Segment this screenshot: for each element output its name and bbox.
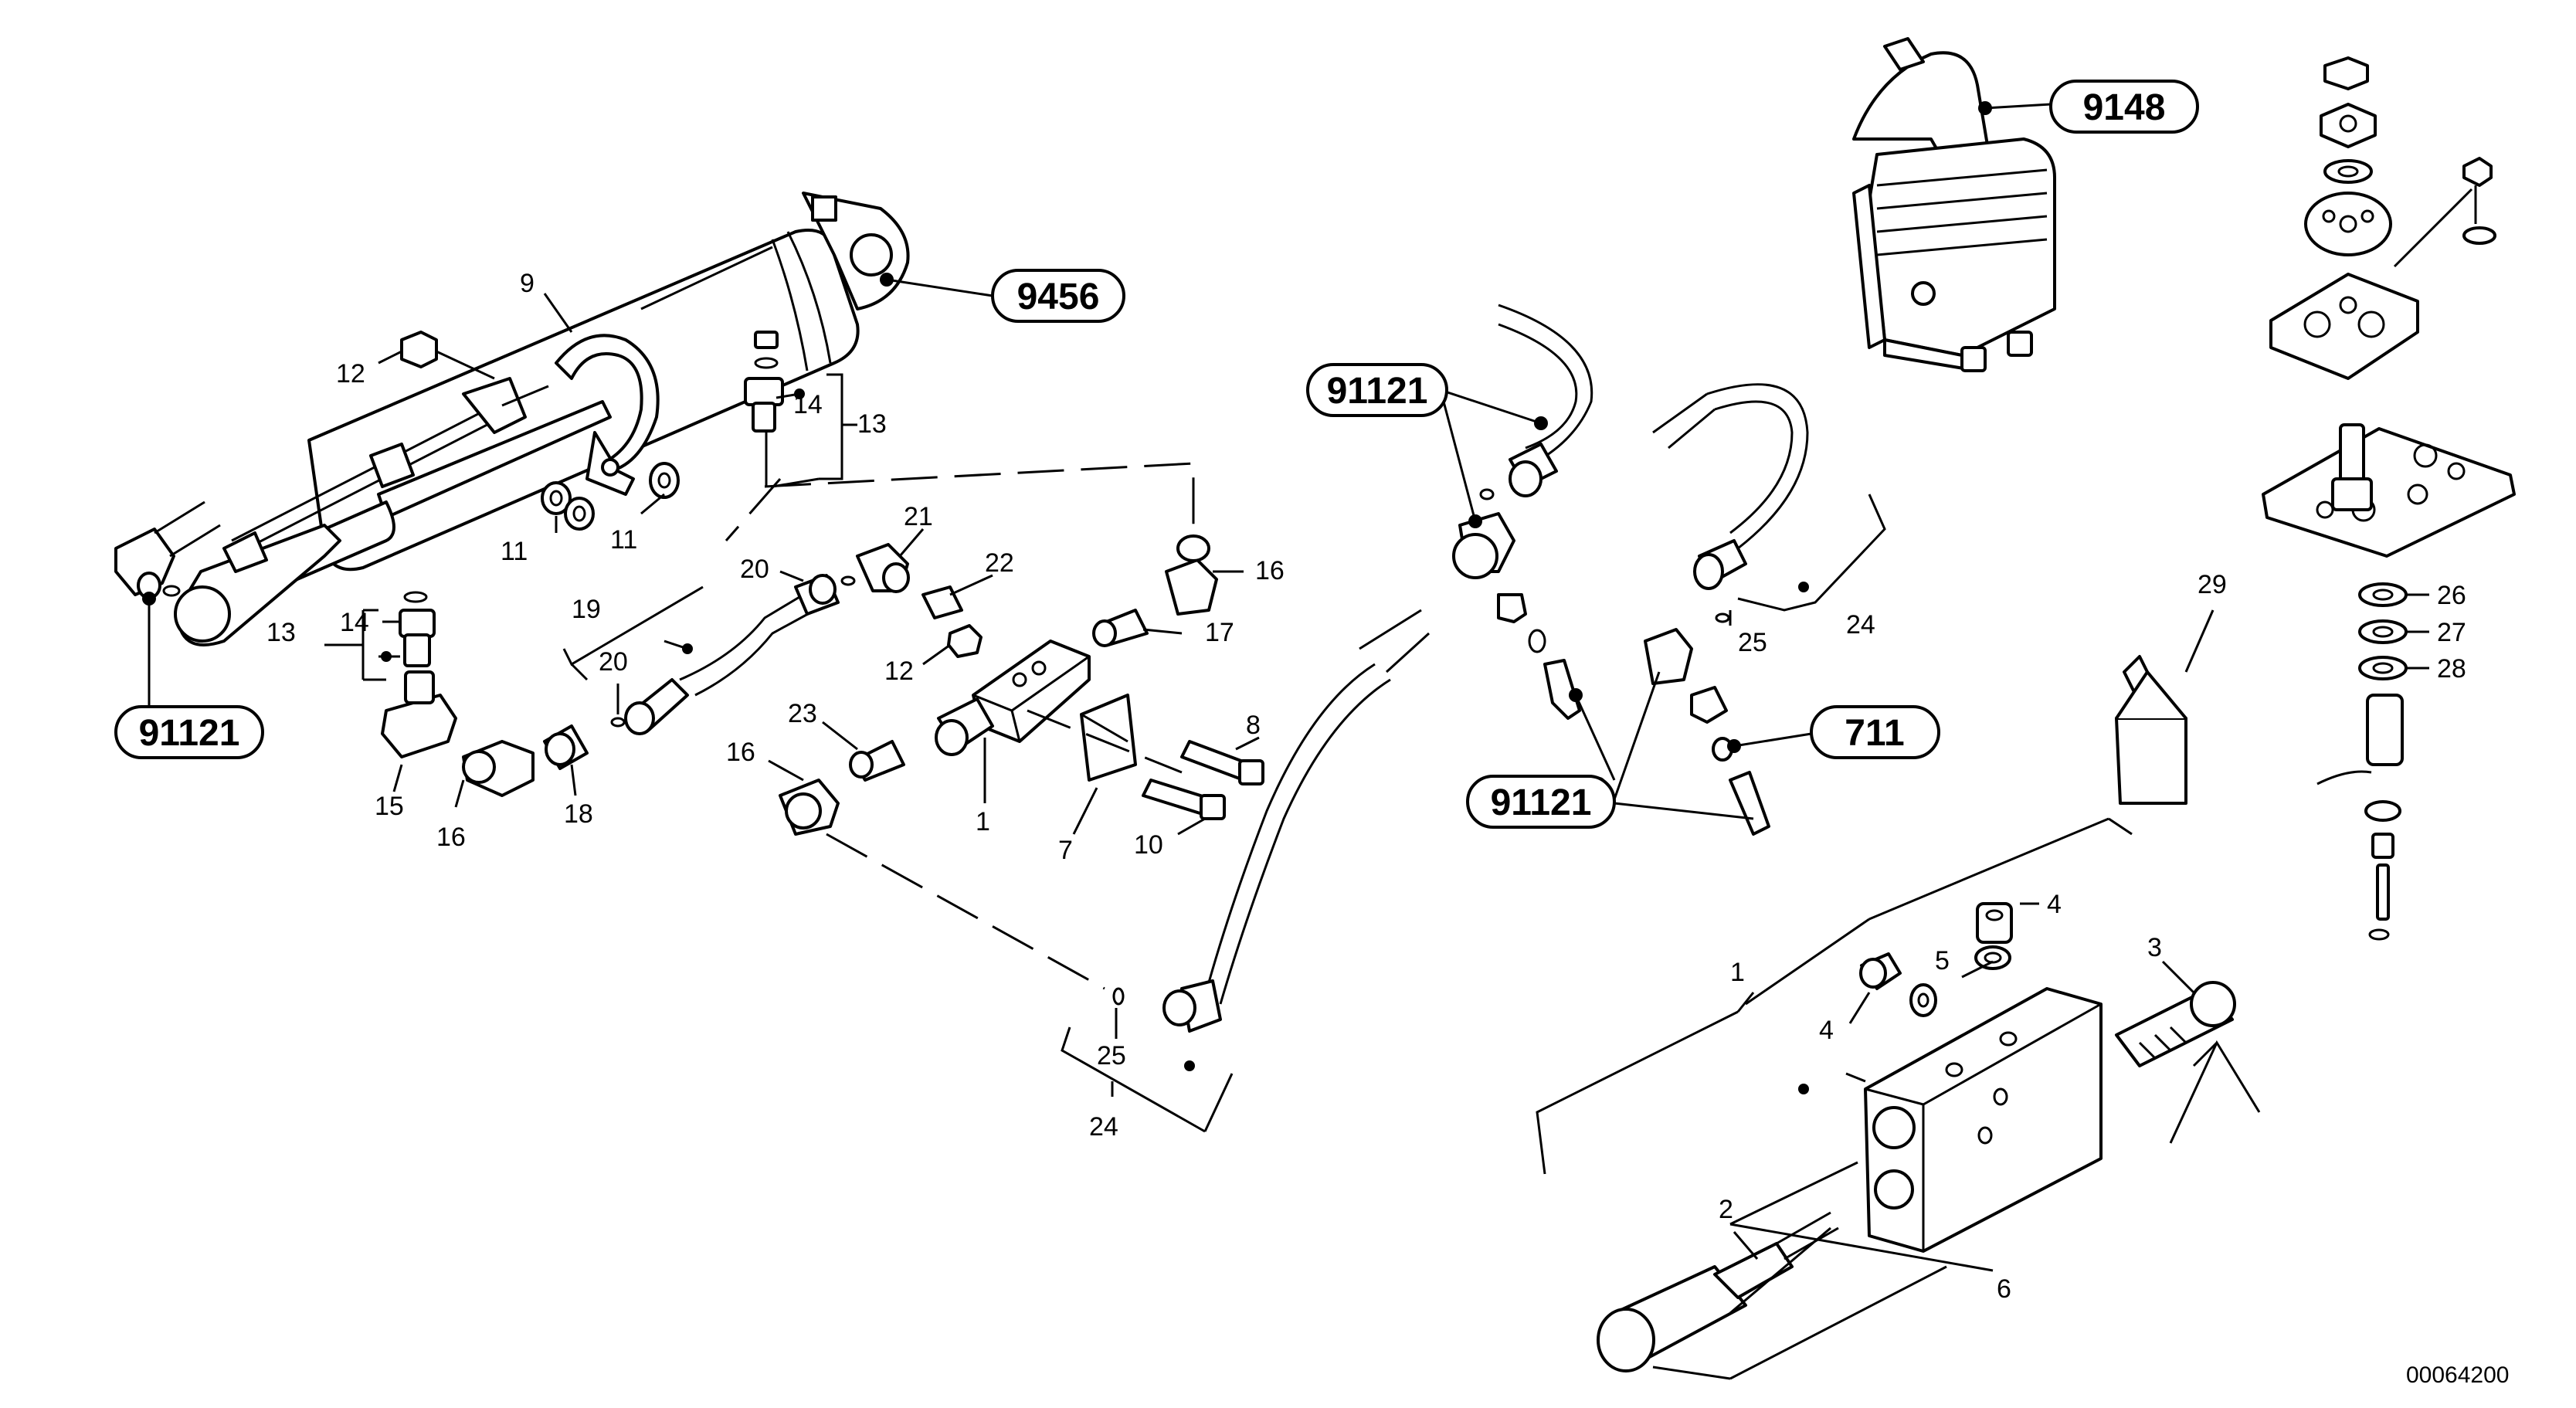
callout-27: 27 [2437,618,2466,647]
callout-19: 19 [572,595,601,624]
callout-12-top: 12 [336,359,365,388]
ref-bubble-91121-bottom: 91121 [1466,775,1616,829]
callout-2: 2 [1719,1195,1733,1224]
elbow-21 [856,543,910,593]
callout-13-top: 13 [857,409,887,439]
callout-16-right: 16 [1255,556,1285,585]
callout-6: 6 [1997,1274,2011,1304]
ref-711-label: 711 [1845,713,1904,754]
callout-numbers: 1 2 3 4 4 5 6 7 8 9 10 11 11 12 12 13 13… [266,269,2466,1304]
hose-24-long [1112,663,1391,1033]
callout-18: 18 [564,799,593,829]
coupling-18 [543,724,589,770]
callout-14-top: 14 [793,390,823,419]
elbow-16-lower [462,740,535,797]
hose-19 [610,574,856,735]
callout-22: 22 [985,548,1014,578]
callout-21: 21 [904,502,933,531]
callout-4-right: 4 [2047,890,2062,919]
callout-28: 28 [2437,654,2466,684]
callout-9: 9 [520,269,535,298]
ref-91121-bottom-label: 91121 [1491,782,1592,823]
callout-5: 5 [1935,946,1950,975]
ref-bubble-711: 711 [1810,705,1940,759]
callout-23: 23 [788,699,817,728]
callout-1-lower: 1 [1730,958,1745,987]
bolt-8 [1180,740,1264,785]
callout-11-right: 11 [610,525,637,555]
valve-block-lower [1597,902,2236,1372]
callout-17: 17 [1205,618,1234,647]
hose-upper-right [1644,383,1809,836]
callout-12-block: 12 [884,657,914,686]
elbow-left [114,500,221,599]
valve-block-1 [779,534,1218,836]
callout-10: 10 [1134,830,1163,860]
callout-16-bottom: 16 [436,823,466,852]
sealant-bottle-29 [2115,655,2187,805]
ref-bubble-9456: 9456 [991,269,1125,323]
bolt-10 [1142,779,1226,820]
callout-20-top: 20 [740,555,769,584]
callout-24-bottom: 24 [1089,1112,1118,1142]
callout-16-mid: 16 [726,738,755,767]
callout-3: 3 [2147,933,2162,962]
ref-9456-label: 9456 [1017,277,1100,317]
callout-14-bottom: 14 [340,608,369,637]
fitting-stack-lower [381,591,457,758]
ref-bubble-91121-left: 91121 [114,705,264,759]
pedal-stack [2262,56,2516,941]
ref-91121-left-label: 91121 [139,713,240,754]
leader-dots [142,101,1992,1094]
washers-11 [541,462,680,531]
drawing-number: 00064200 [2406,1362,2509,1388]
callout-8: 8 [1246,711,1261,740]
joystick-9148 [1852,37,2056,372]
callout-15: 15 [375,792,404,821]
callout-24-top: 24 [1846,610,1875,640]
hose-upper-center [1359,304,1593,720]
callout-1-block: 1 [976,807,990,836]
ref-91121-top-label: 91121 [1327,371,1428,412]
callout-11-left: 11 [501,537,528,566]
ref-bubble-91121-top: 91121 [1306,363,1448,417]
fitting-stack-upper [744,331,784,433]
callout-26: 26 [2437,581,2466,610]
callout-29: 29 [2198,570,2227,599]
callout-7: 7 [1058,836,1073,865]
ref-9148-label: 9148 [2083,87,2166,128]
callout-20-bottom: 20 [599,647,628,677]
callout-25-bottom: 25 [1097,1041,1126,1070]
leader-lines [148,103,2429,1380]
callout-4-left: 4 [1819,1016,1834,1045]
callout-25-top: 25 [1738,628,1767,657]
ref-bubble-9148: 9148 [2049,80,2199,134]
callout-13-bottom: 13 [266,618,296,647]
nut-12-block [947,624,983,658]
